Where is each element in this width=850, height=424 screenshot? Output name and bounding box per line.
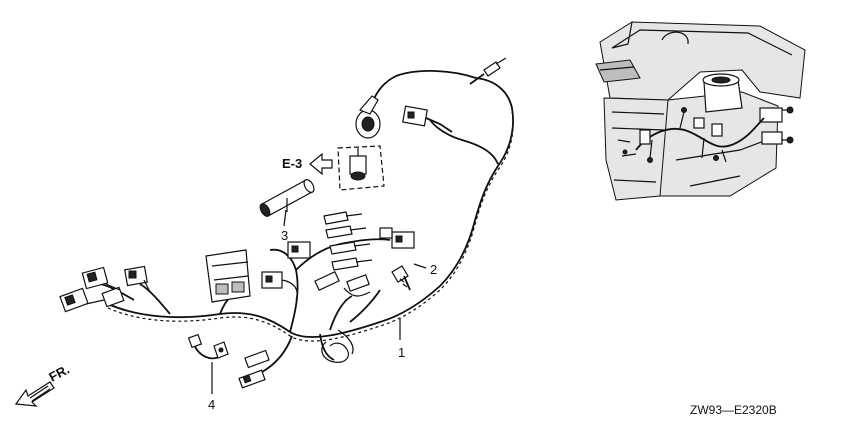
e3-reference-switch [337, 145, 385, 191]
terminal-pins [323, 211, 373, 271]
part-2-bolt [391, 265, 411, 291]
relay-block [205, 249, 298, 303]
front-direction-label: FR. [46, 362, 72, 385]
callout-4: 4 [208, 397, 215, 412]
callout-3: 3 [281, 228, 288, 243]
top-plug-boot [355, 57, 507, 139]
part-4-ground-wire [187, 333, 229, 360]
callout-1: 1 [398, 345, 405, 360]
part-3-sleeve [259, 179, 315, 217]
callout-leader-lines [211, 209, 427, 394]
harness-trunk [107, 77, 514, 338]
callout-2: 2 [430, 262, 437, 277]
left-connector-group [59, 265, 151, 313]
e3-reference-label: E-3 [282, 156, 302, 171]
main-wire-harness [99, 70, 514, 373]
bottom-connector-group [238, 329, 354, 389]
diagram-code: ZW93—E2320B [690, 403, 777, 417]
hatched-arrow-icon [14, 381, 55, 407]
hollow-left-arrow-icon [309, 152, 333, 176]
center-connector-group [287, 211, 415, 297]
engine-locator-illustration [595, 21, 806, 201]
